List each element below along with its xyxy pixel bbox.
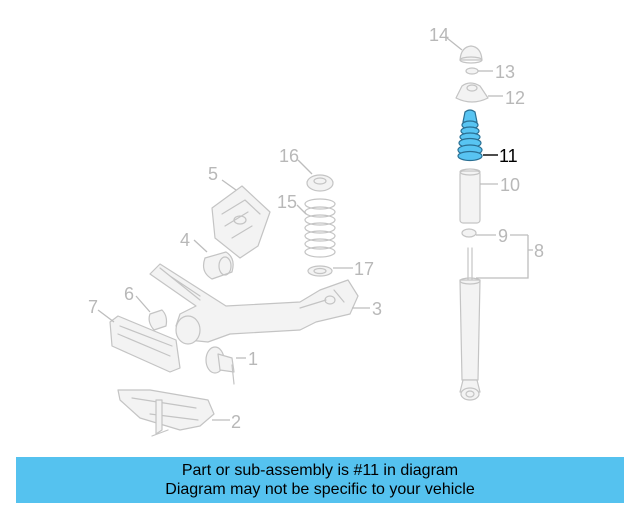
part-9-washer[interactable]	[461, 228, 477, 238]
callout-13[interactable]: 13	[495, 62, 515, 82]
leader-16	[297, 159, 313, 175]
callout-7[interactable]: 7	[88, 297, 98, 317]
leader-6	[135, 295, 151, 313]
leader-15	[296, 204, 307, 215]
callout-10[interactable]: 10	[500, 175, 520, 195]
callout-2[interactable]: 2	[231, 412, 241, 432]
callout-12[interactable]: 12	[505, 88, 525, 108]
leader-7	[97, 309, 115, 323]
part-17-lower-spring-seat[interactable]	[307, 265, 333, 277]
info-banner: Part or sub-assembly is #11 in diagram D…	[16, 457, 624, 503]
part-12-upper-mount[interactable]	[455, 82, 489, 103]
leader-8	[476, 234, 533, 279]
part-5-bracket[interactable]	[211, 185, 271, 259]
part-11-bump-stop[interactable]	[457, 109, 483, 162]
callout-4[interactable]: 4	[180, 230, 190, 250]
part-16-upper-spring-seat[interactable]	[306, 174, 334, 192]
leader-5	[221, 179, 237, 191]
part-1-hub[interactable]	[205, 346, 235, 385]
part-3-axle-beam[interactable]	[149, 263, 359, 345]
leader-14	[446, 37, 463, 51]
callout-11[interactable]: 11	[499, 146, 518, 166]
part-2-shield[interactable]	[117, 389, 215, 437]
callout-8[interactable]: 8	[534, 241, 544, 261]
callout-3[interactable]: 3	[372, 299, 382, 319]
part-7-brace[interactable]	[109, 315, 181, 373]
part-10-dust-boot[interactable]	[459, 168, 481, 224]
rear-suspension-diagram: 14 13 12 11 10 9	[88, 25, 544, 437]
part-14-cap[interactable]	[459, 45, 483, 64]
callout-5[interactable]: 5	[208, 164, 218, 184]
callout-9[interactable]: 9	[498, 226, 508, 246]
part-8-shock-absorber[interactable]	[459, 247, 481, 401]
part-6-small-bushing[interactable]	[148, 309, 168, 331]
callout-14[interactable]: 14	[429, 25, 449, 45]
banner-line-1: Part or sub-assembly is #11 in diagram	[181, 462, 459, 479]
part-4-bushing[interactable]	[202, 251, 234, 280]
callout-1[interactable]: 1	[248, 349, 258, 369]
callout-6[interactable]: 6	[124, 284, 134, 304]
callout-16[interactable]: 16	[279, 146, 299, 166]
callout-17[interactable]: 17	[354, 259, 374, 279]
banner-line-2: Diagram may not be specific to your vehi…	[165, 481, 475, 498]
leader-4	[193, 239, 208, 253]
part-13-nut[interactable]	[465, 67, 479, 75]
part-15-coil-spring[interactable]	[304, 198, 336, 258]
callout-15[interactable]: 15	[277, 192, 297, 212]
